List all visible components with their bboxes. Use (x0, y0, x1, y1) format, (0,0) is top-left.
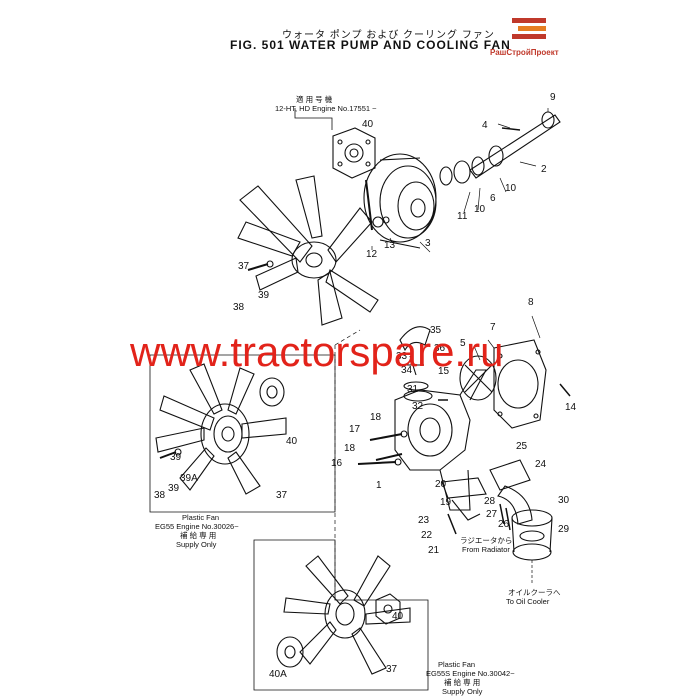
note-mid-3: 補 給 専 用 (180, 531, 217, 540)
watermark-text: www.tractorspare.ru (130, 328, 504, 375)
note-mid-2: EG55 Engine No.30026~ (155, 522, 239, 531)
part-label: 30 (558, 495, 570, 506)
logo-label: РашСтройПроект (490, 48, 559, 57)
part-label: 27 (486, 509, 498, 520)
part-label: 19 (440, 497, 452, 508)
note-radiator-jp: ラジエータから (460, 536, 513, 545)
note-top-jp: 適 用 号 機 (296, 95, 333, 104)
part-label: 4 (482, 120, 488, 131)
part-label: 22 (421, 530, 433, 541)
part-label: 18 (344, 443, 356, 454)
part-label: 37 (386, 664, 398, 675)
part-label: 37 (276, 490, 288, 501)
flange-40-mid (259, 377, 285, 407)
part-label: 25 (516, 441, 528, 452)
part-label: 35 (430, 325, 442, 336)
part-label: 10 (474, 204, 486, 215)
part-label: 23 (418, 515, 430, 526)
shaft-2 (439, 111, 561, 186)
note-mid-1: Plastic Fan (182, 513, 220, 522)
part-label: 20 (435, 479, 447, 490)
part-label: 39A (180, 473, 198, 484)
part-label: 21 (428, 545, 440, 556)
part-label: 40A (269, 669, 287, 680)
logo-icon (512, 18, 546, 39)
figure-title: FIG. 501 WATER PUMP AND COOLING FAN (230, 38, 511, 52)
part-label: 38 (154, 490, 166, 501)
plastic-fan-37-bot (283, 555, 411, 675)
part-label: 3 (425, 238, 431, 249)
part-label: 1 (376, 480, 382, 491)
part-label: 33 (396, 351, 408, 362)
part-label: 39 (168, 483, 180, 494)
part-label: 38 (233, 302, 245, 313)
note-bot-3: 補 給 専 用 (444, 678, 481, 687)
part-label: 18 (370, 412, 382, 423)
part-label: 7 (490, 322, 496, 333)
part-label: 31 (407, 384, 419, 395)
part-label: 39 (170, 452, 182, 463)
part-label: 2 (541, 164, 547, 175)
flange-40A (276, 636, 304, 668)
plastic-fan-box-1 (149, 354, 336, 513)
part-label: 40 (286, 436, 298, 447)
part-label: 8 (528, 297, 534, 308)
cover-7 (493, 339, 547, 429)
pulley-3 (363, 153, 437, 249)
part-label: 39 (258, 290, 270, 301)
part-label: 16 (331, 458, 343, 469)
note-bot-1: Plastic Fan (438, 660, 476, 669)
note-mid-4: Supply Only (176, 540, 217, 549)
note-bot-4: Supply Only (442, 687, 483, 696)
part-label: 29 (558, 524, 570, 535)
plastic-fan-37-mid (155, 363, 287, 495)
metal-fan-37 (237, 175, 379, 326)
part-label: 9 (550, 92, 556, 103)
part-label: 13 (384, 240, 396, 251)
note-oil-en: To Oil Cooler (506, 597, 550, 606)
part-label: 10 (505, 183, 517, 194)
part-label: 37 (238, 261, 250, 272)
part-label: 12 (366, 249, 378, 260)
title-japanese: ウォータ ポンプ および クーリング ファン (282, 30, 495, 41)
note-top-en: 12-HT, HD Engine No.17551 ~ (275, 104, 377, 113)
thermostat-housing (399, 326, 448, 402)
part-label: 24 (535, 459, 547, 470)
note-radiator-en: From Radiator (462, 545, 510, 554)
part-label: 14 (565, 402, 577, 413)
flange-40-top (332, 127, 376, 179)
part-label: 28 (484, 496, 496, 507)
part-label: 34 (401, 365, 413, 376)
part-label: 36 (434, 343, 446, 354)
part-label: 26 (498, 519, 510, 530)
part-label: 17 (349, 424, 361, 435)
part-label: 6 (490, 193, 496, 204)
part-label: 15 (438, 366, 450, 377)
part-label: 11 (457, 211, 468, 222)
note-bot-2: EG55S Engine No.30042~ (426, 669, 515, 678)
part-label: 5 (460, 338, 466, 349)
part-label: 40 (392, 611, 404, 622)
plastic-fan-box-2 (253, 539, 429, 691)
flange-40-bot (375, 593, 401, 625)
part-label: 40 (362, 119, 374, 130)
part-label: 32 (412, 401, 424, 412)
note-oil-jp: オイルクーラへ (508, 588, 561, 597)
